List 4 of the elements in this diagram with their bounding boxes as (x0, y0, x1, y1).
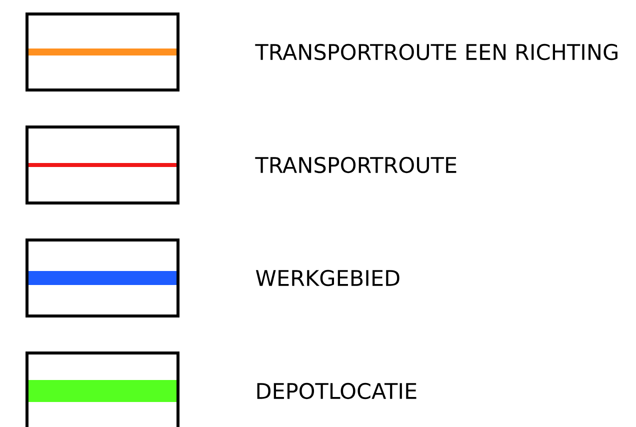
legend-text: TRANSPORTROUTE (255, 156, 456, 174)
legend-text: TRANSPORTROUTE EEN RICHTING (255, 44, 618, 60)
legend-text: DEPOTLOCATIE (257, 382, 416, 400)
legend-text: WERKGEBIED (256, 270, 400, 286)
